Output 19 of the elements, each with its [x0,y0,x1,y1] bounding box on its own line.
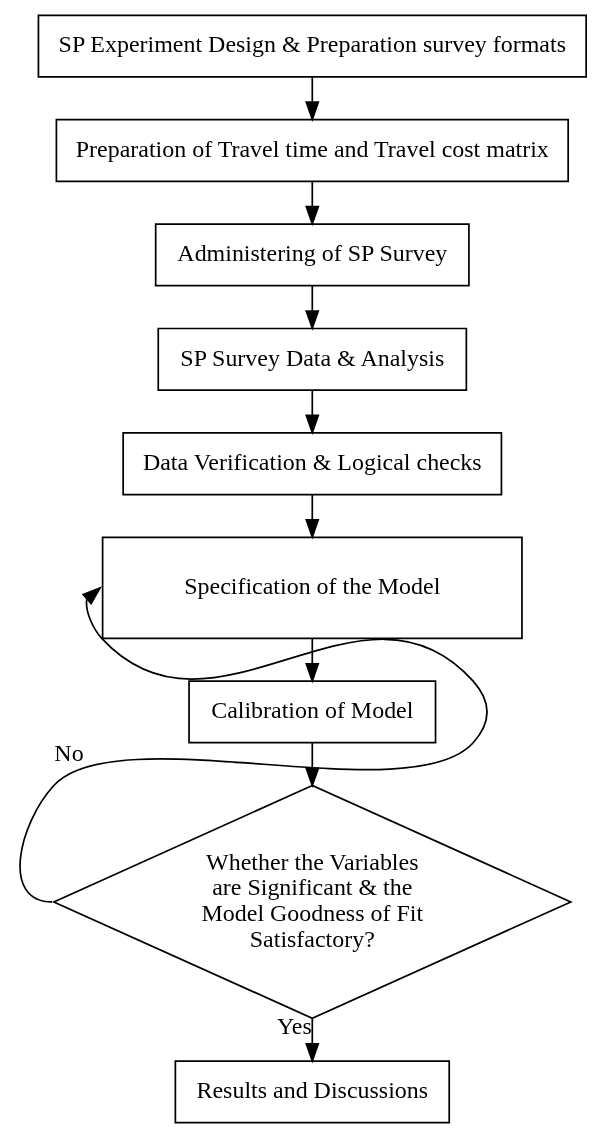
arrow [305,76,320,122]
arrow [305,389,320,436]
node-box: Administering of SP Survey [154,223,470,287]
node-box: SP Survey Data & Analysis [157,327,468,391]
arrow [305,1017,320,1064]
node-box: Specification of the Model [101,536,523,640]
arrow [305,493,320,540]
node-box: SP Experiment Design & Preparation survey formats [37,14,587,78]
edge-label: No [54,740,84,767]
node-box: Preparation of Travel time and Travel cost matrix [55,118,570,183]
arrow [19,586,488,903]
arrow [305,741,320,789]
node-box: Data Verification & Logical checks [122,432,503,496]
arrow [305,637,320,684]
node-diamond: Whether the Variables are Significant & the Model Goodness of Fit Satisfactory? [51,784,573,1020]
arrow [305,285,320,331]
arrow [305,180,320,227]
node-box: Calibration of Model [188,680,437,744]
node-box: Results and Discussions [174,1060,451,1124]
